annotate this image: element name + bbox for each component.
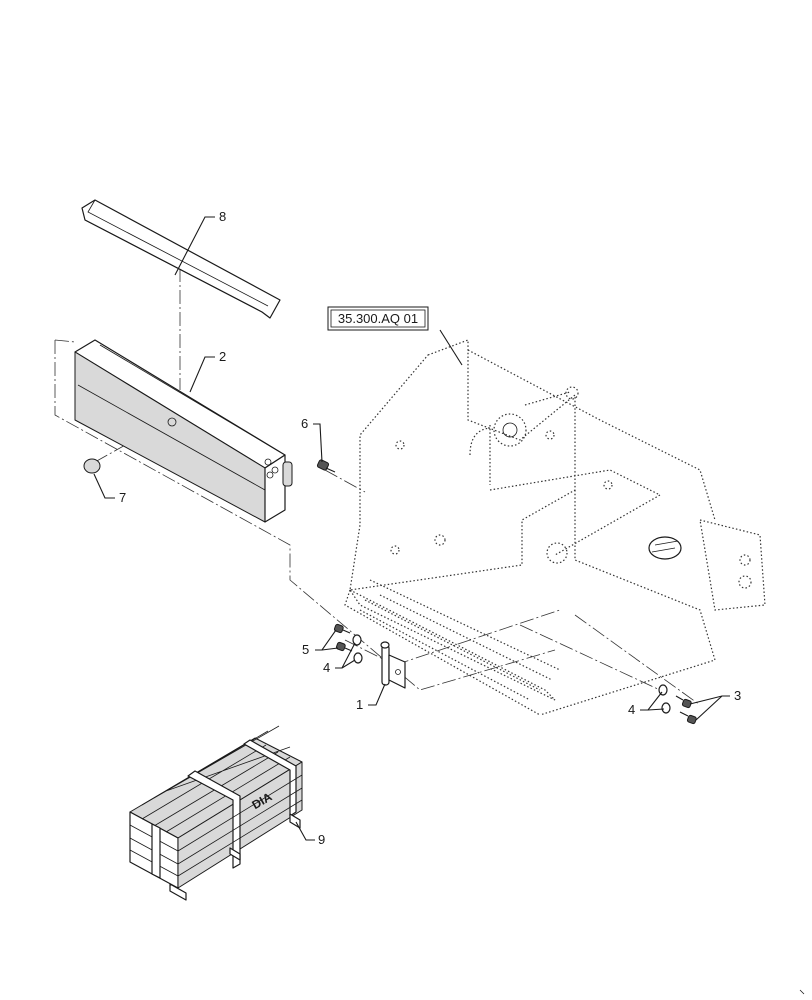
callout-6: 6 xyxy=(301,416,308,431)
part-6-bolt xyxy=(316,459,336,473)
callout-5: 5 xyxy=(302,642,309,657)
part-9-crate: DIA xyxy=(129,725,303,901)
callout-9: 9 xyxy=(318,832,325,847)
callout-4-right: 4 xyxy=(628,702,635,717)
part-8-cover-mat xyxy=(81,199,281,319)
part-4-washers-right xyxy=(658,684,671,714)
callout-7: 7 xyxy=(119,490,126,505)
leader-lines xyxy=(93,216,730,841)
callout-3: 3 xyxy=(734,688,741,703)
part-2-toolbox xyxy=(74,339,293,523)
part-4-washers-left xyxy=(352,634,363,664)
reference-box[interactable]: 35.300.AQ 01 xyxy=(327,306,429,331)
part-1-hinge-bracket xyxy=(380,641,406,689)
callout-2: 2 xyxy=(219,349,226,364)
callout-1: 1 xyxy=(356,697,363,712)
reference-box-label: 35.300.AQ 01 xyxy=(338,311,418,326)
callout-4-left: 4 xyxy=(323,660,330,675)
part-5-bolts-left xyxy=(333,623,353,652)
callout-labels: 8 2 7 6 5 4 1 4 3 9 xyxy=(119,209,741,847)
callout-8: 8 xyxy=(219,209,226,224)
corner-mark xyxy=(799,989,805,995)
phantom-frame-assembly xyxy=(344,339,766,716)
part-7-plug xyxy=(83,458,101,474)
part-3-bolts-right xyxy=(675,695,697,725)
